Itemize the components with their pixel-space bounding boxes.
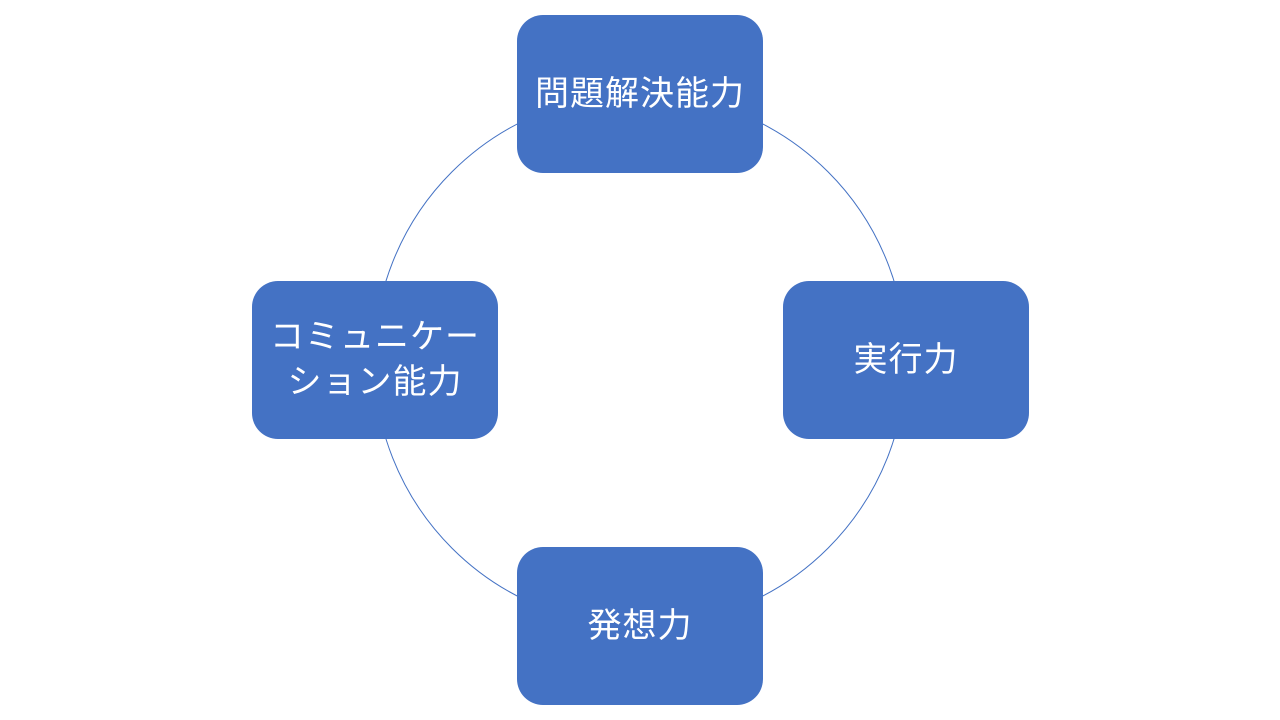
node-execution: 実行力 <box>783 281 1029 439</box>
node-ideation: 発想力 <box>517 547 763 705</box>
node-communication: コミュニケーション能力 <box>252 281 498 439</box>
node-problem-solving: 問題解決能力 <box>517 15 763 173</box>
node-label: 発想力 <box>587 605 693 646</box>
node-label: コミュニケーション能力 <box>270 317 480 402</box>
node-label: 問題解決能力 <box>535 73 745 114</box>
node-label: 実行力 <box>853 339 959 380</box>
